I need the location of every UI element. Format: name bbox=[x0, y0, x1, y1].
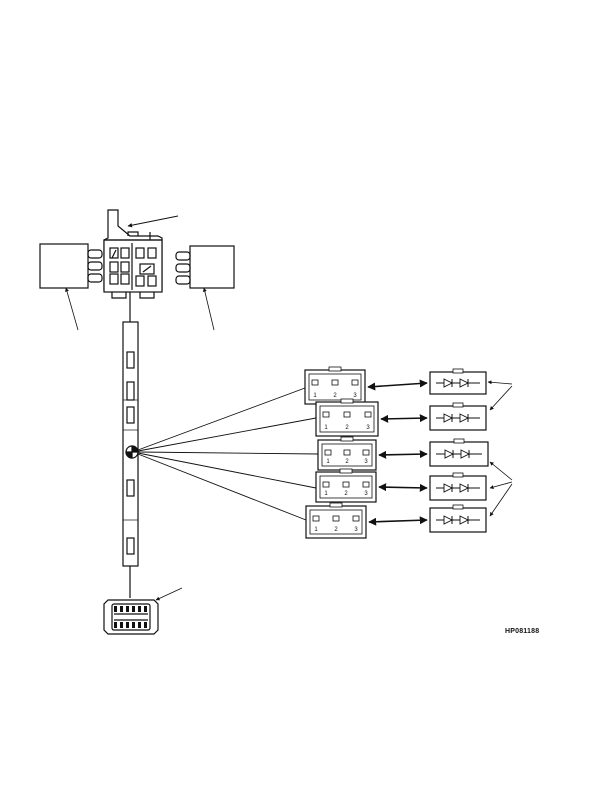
fuse-block bbox=[103, 209, 179, 299]
pin-slot bbox=[312, 515, 320, 522]
diode-pair-icon bbox=[436, 449, 482, 459]
relay-left bbox=[39, 243, 103, 331]
diagnostic-connector bbox=[103, 587, 183, 635]
diode-pack bbox=[429, 438, 489, 467]
main-harness bbox=[122, 292, 139, 598]
three-pin-connector: 1 2 3 bbox=[305, 502, 428, 539]
pin-slot bbox=[362, 481, 370, 488]
pin-number: 1 bbox=[313, 393, 317, 399]
diode-leaders bbox=[487, 380, 513, 517]
diode-pair-icon bbox=[436, 413, 480, 423]
pin-slot bbox=[311, 379, 319, 386]
pin-number: 3 bbox=[364, 491, 368, 497]
diode-pair-icon bbox=[436, 483, 480, 493]
diode-pack bbox=[429, 472, 487, 501]
mating-arrow bbox=[380, 414, 428, 423]
branch-point bbox=[125, 445, 139, 459]
diode-pack bbox=[429, 368, 487, 395]
pin-number: 3 bbox=[353, 393, 357, 399]
diode-pack bbox=[429, 504, 487, 533]
mating-arrow bbox=[378, 450, 428, 459]
pin-number: 2 bbox=[334, 527, 338, 533]
three-pin-connector: 1 2 3 bbox=[315, 398, 428, 437]
pin-slot bbox=[322, 411, 330, 418]
three-pin-connector: 1 2 3 bbox=[317, 436, 428, 471]
pin-number: 1 bbox=[314, 527, 318, 533]
pin-slot bbox=[342, 481, 350, 488]
relay-right bbox=[175, 245, 235, 331]
pin-number: 1 bbox=[324, 425, 328, 431]
pin-slot bbox=[364, 411, 372, 418]
connector-group: 1 2 3 1 2 3 1 2 3 1 2 3 1 2 3 bbox=[304, 366, 428, 539]
pin-number: 1 bbox=[324, 491, 328, 497]
figure-id: HP081188 bbox=[505, 628, 540, 635]
pin-number: 3 bbox=[366, 425, 370, 431]
pin-number: 2 bbox=[333, 393, 337, 399]
diode-pack bbox=[429, 402, 487, 431]
pin-number: 3 bbox=[354, 527, 358, 533]
diode-pair-icon bbox=[436, 378, 480, 388]
diode-pack-group bbox=[429, 368, 489, 533]
pin-slot bbox=[322, 481, 330, 488]
pin-number: 2 bbox=[345, 459, 349, 465]
pin-slot bbox=[362, 449, 370, 456]
pin-slot bbox=[351, 379, 359, 386]
pin-slot bbox=[343, 411, 351, 418]
pin-number: 2 bbox=[345, 425, 349, 431]
mating-arrow bbox=[367, 379, 428, 391]
pin-slot bbox=[332, 515, 340, 522]
pin-slot bbox=[331, 379, 339, 386]
pin-slot bbox=[343, 449, 351, 456]
three-pin-connector: 1 2 3 bbox=[304, 366, 428, 405]
mating-arrow bbox=[368, 516, 428, 526]
pin-number: 2 bbox=[344, 491, 348, 497]
pin-number: 3 bbox=[364, 459, 368, 465]
pin-number: 1 bbox=[326, 459, 330, 465]
three-pin-connector: 1 2 3 bbox=[315, 468, 428, 503]
diode-pair-icon bbox=[436, 515, 480, 525]
mating-arrow bbox=[378, 483, 428, 492]
pin-slot bbox=[324, 449, 332, 456]
branch-wires bbox=[137, 387, 319, 521]
pin-slot bbox=[352, 515, 360, 522]
